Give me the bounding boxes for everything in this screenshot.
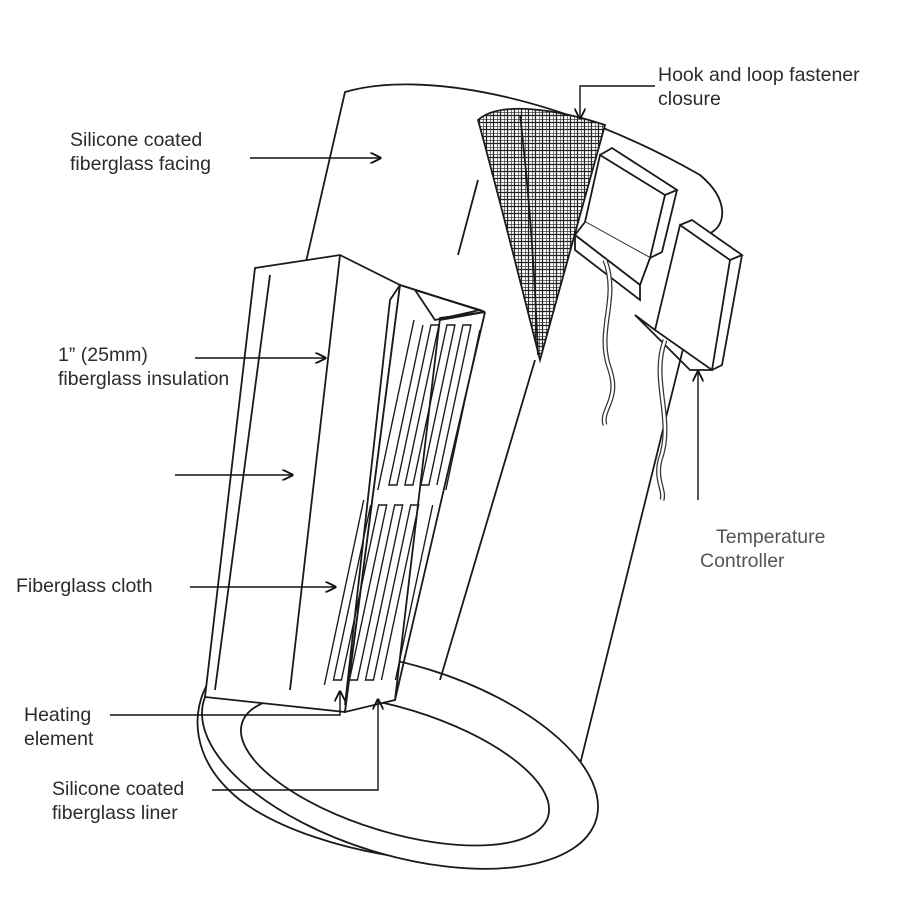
label-liner: Silicone coated fiberglass liner [52,778,185,824]
inner-bore [240,693,550,847]
label-heating-element: Heating element [24,704,94,750]
label-temperature-controller: Temperature Controller [700,526,826,572]
label-facing: Silicone coated fiberglass facing [70,129,211,175]
label-cloth: Fiberglass cloth [16,575,153,597]
label-closure: Hook and loop fastener closure [658,64,860,110]
label-insulation: 1” (25mm) fiberglass insulation [58,344,230,390]
heating-element-coils [323,320,481,685]
leader-lines [110,85,698,791]
